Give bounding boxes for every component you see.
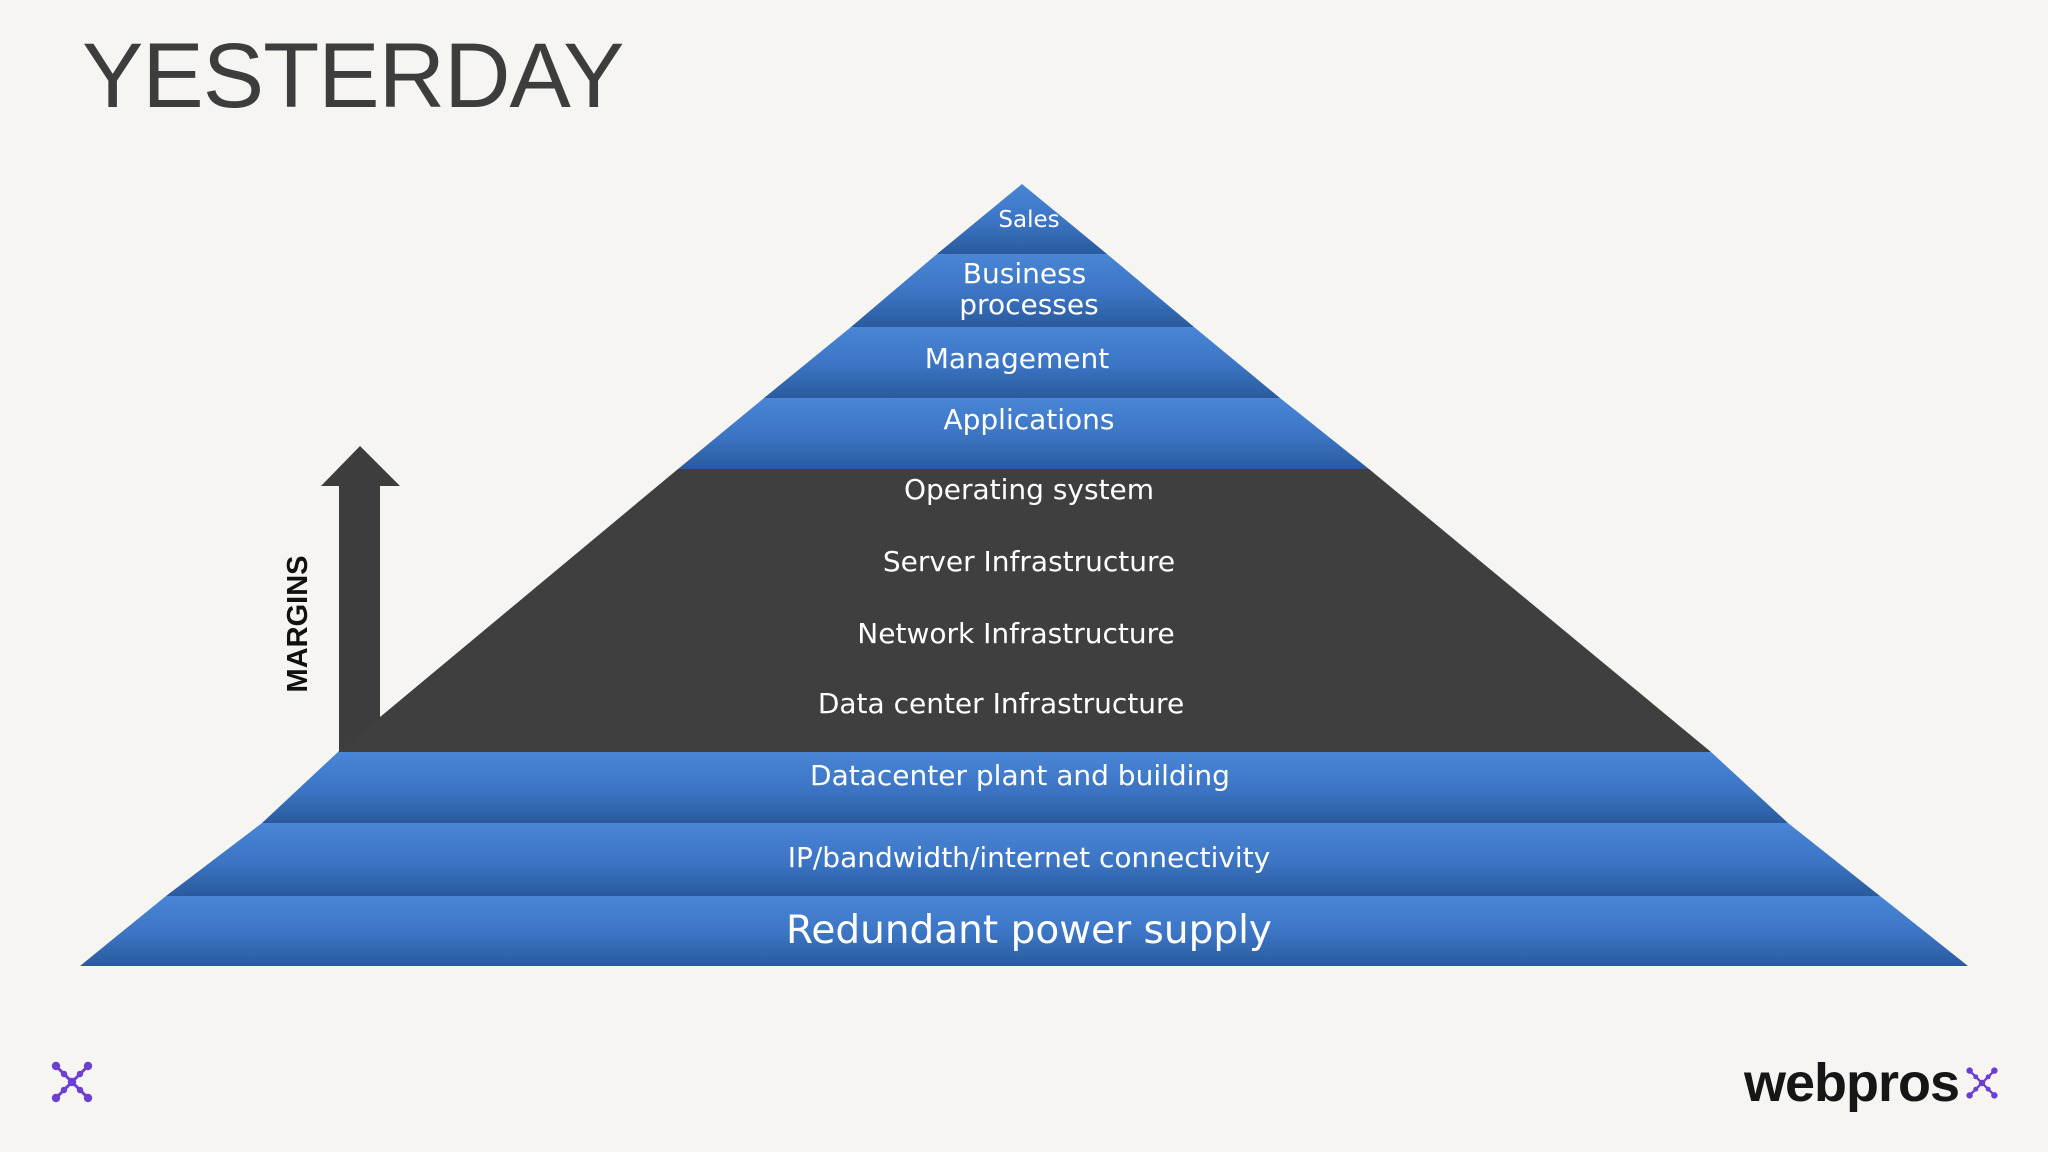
layer-dark-infrastructure bbox=[338, 469, 1711, 752]
label-business-processes: Business processes bbox=[959, 257, 1098, 321]
label-operating-system: Operating system bbox=[904, 473, 1154, 506]
margins-label: MARGINS bbox=[282, 556, 314, 693]
brand-name: webpros bbox=[1744, 1053, 1960, 1113]
label-management: Management bbox=[925, 342, 1109, 375]
label-applications: Applications bbox=[943, 403, 1114, 436]
margins-up-arrow bbox=[321, 446, 400, 752]
webpros-mark-icon bbox=[1966, 1067, 1998, 1099]
label-ip-bandwidth: IP/bandwidth/internet connectivity bbox=[788, 841, 1271, 874]
label-datacenter-plant: Datacenter plant and building bbox=[810, 759, 1230, 792]
layer-redundant-power bbox=[80, 896, 1968, 966]
slide-title: YESTERDAY bbox=[82, 25, 624, 127]
label-business-processes-line-2: processes bbox=[959, 288, 1098, 321]
label-server-infrastructure: Server Infrastructure bbox=[883, 545, 1175, 578]
label-sales: Sales bbox=[998, 207, 1059, 233]
label-network-infrastructure: Network Infrastructure bbox=[857, 617, 1174, 650]
layer-management bbox=[764, 327, 1280, 398]
layer-ip-bandwidth bbox=[166, 823, 1880, 896]
webpros-mark-icon bbox=[51, 1061, 93, 1103]
label-redundant-power: Redundant power supply bbox=[786, 908, 1272, 953]
webpros-logo: webpros bbox=[1744, 1050, 1999, 1116]
layer-datacenter-plant bbox=[262, 752, 1788, 823]
layer-applications bbox=[678, 398, 1369, 469]
layer-business-processes bbox=[851, 254, 1194, 327]
layer-sales bbox=[937, 184, 1107, 254]
label-data-center-infrastructure: Data center Infrastructure bbox=[818, 687, 1184, 720]
label-business-processes-line-1: Business bbox=[963, 257, 1086, 290]
